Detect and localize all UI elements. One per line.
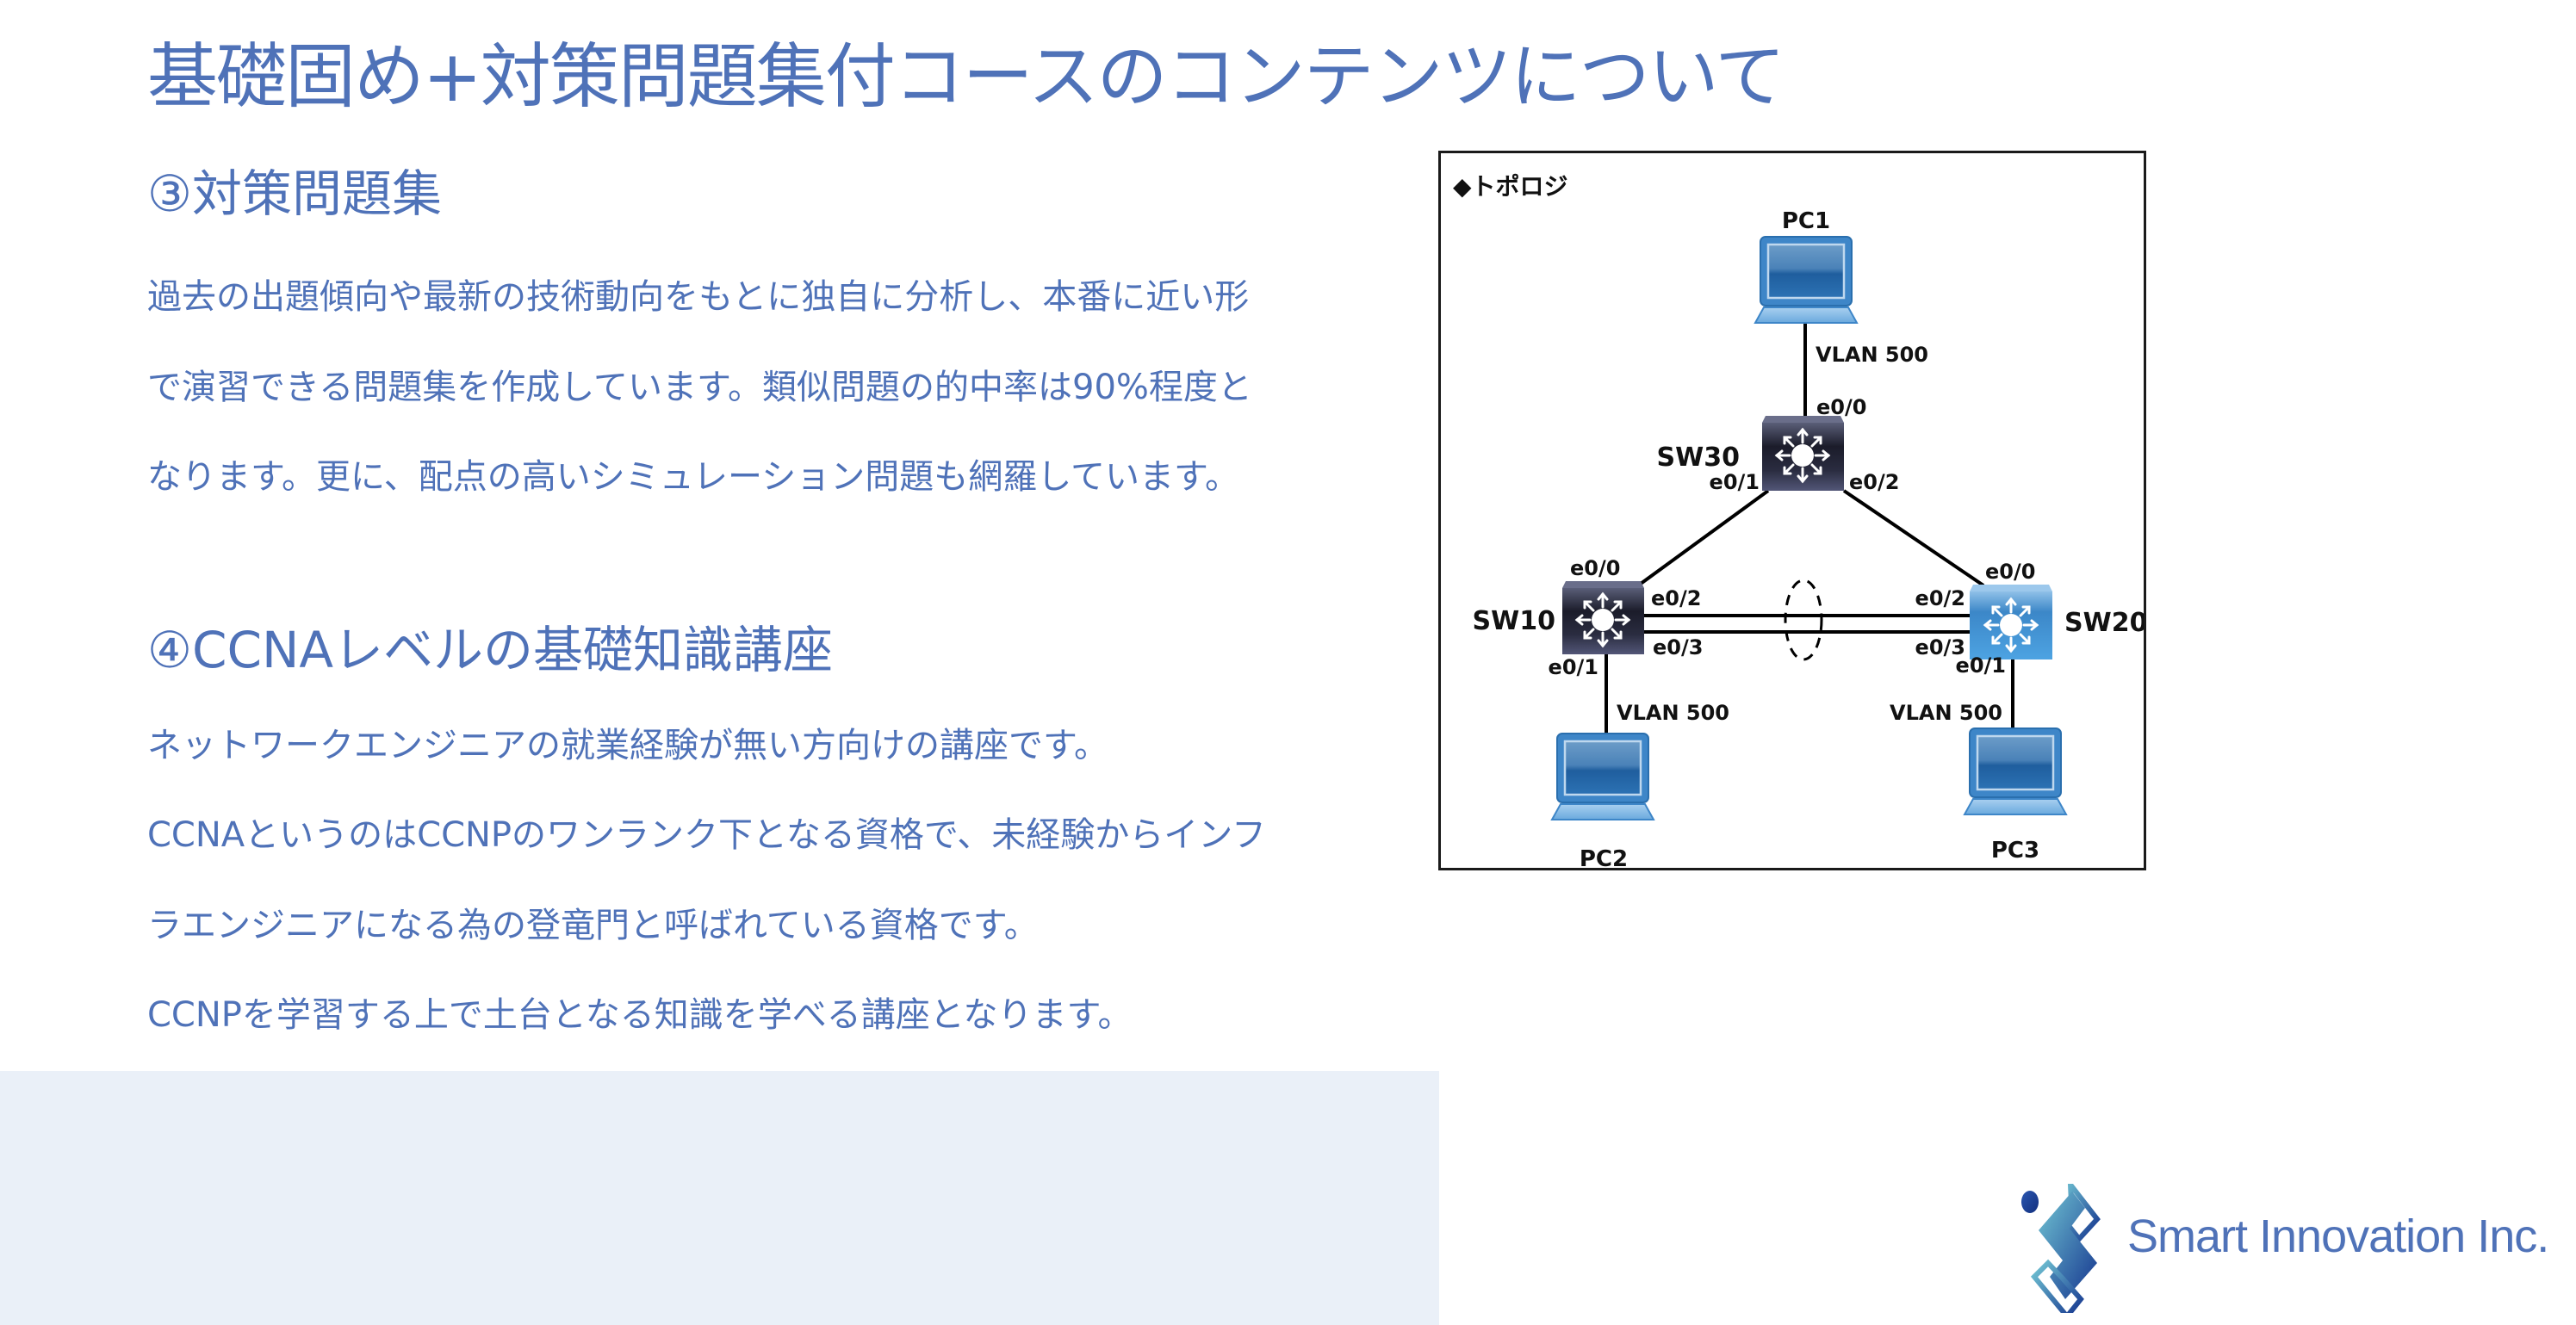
port-sw20-e01: e0/1 <box>1956 653 2006 678</box>
section-2-line-3: ラエンジニアになる為の登竜門と呼ばれている資格です。 <box>147 906 1039 945</box>
label-pc1: PC1 <box>1782 208 1830 234</box>
topology-svg: ◆トポロジ SW30 e0/0 e0/1 e0/2 SW10 e0/0 e0/2… <box>1453 172 2144 868</box>
section-1-line-2: で演習できる問題集を作成しています。類似問題の的中率は90%程度と <box>147 368 1252 407</box>
port-sw10-e03: e0/3 <box>1653 635 1703 659</box>
port-sw20-e03: e0/3 <box>1915 635 1965 659</box>
label-sw20: SW20 <box>2064 608 2144 638</box>
label-sw10: SW10 <box>1473 606 1555 636</box>
port-sw10-e02: e0/2 <box>1651 586 1701 610</box>
company-logo: Smart Innovation Inc. <box>2020 1184 2576 1313</box>
multilayer-switch-icon <box>1575 592 1630 647</box>
section-2-line-2: CCNAというのはCCNPのワンランク下となる資格で、未経験からインフ <box>147 815 1267 855</box>
switch-sw10 <box>1562 581 1644 654</box>
port-sw20-e00: e0/0 <box>1985 560 2035 584</box>
section-1-line-1: 過去の出題傾向や最新の技術動向をもとに独自に分析し、本番に近い形 <box>147 277 1250 317</box>
port-sw30-e02: e0/2 <box>1849 470 1899 494</box>
section-1-line-3: なります。更に、配点の高いシミュレーション問題も網羅しています。 <box>147 457 1239 497</box>
page-title: 基礎固め+対策問題集付コースのコンテンツについて <box>147 36 1785 118</box>
company-name: Smart Innovation Inc. <box>2127 1210 2549 1262</box>
multilayer-switch-icon <box>1775 428 1830 483</box>
vlan-label-pc2: VLAN 500 <box>1617 701 1729 725</box>
port-sw30-e01: e0/1 <box>1710 470 1760 494</box>
label-sw30: SW30 <box>1657 443 1740 473</box>
etherchannel-bundle-ellipse <box>1784 579 1823 661</box>
switch-sw20 <box>1970 585 2052 659</box>
label-pc3: PC3 <box>1991 838 2039 864</box>
topology-diagram: ◆トポロジ SW30 e0/0 e0/1 e0/2 SW10 e0/0 e0/2… <box>1438 151 2146 870</box>
vlan-label-pc3: VLAN 500 <box>1890 701 2002 725</box>
link-sw30-sw20 <box>1842 489 1985 587</box>
port-sw20-e02: e0/2 <box>1915 586 1965 610</box>
section-heading-practice-questions: ③対策問題集 <box>147 164 442 223</box>
label-pc2: PC2 <box>1580 846 1628 868</box>
port-sw10-e00: e0/0 <box>1570 556 1620 580</box>
vlan-label-pc1: VLAN 500 <box>1816 343 1928 367</box>
section-2-line-4: CCNPを学習する上で土台となる知識を学べる講座となります。 <box>147 995 1133 1035</box>
switch-sw30 <box>1762 416 1844 491</box>
pc1-laptop-icon <box>1754 235 1859 325</box>
bottom-panel-background <box>0 1071 1439 1325</box>
section-heading-ccna-basics: ④CCNAレベルの基礎知識講座 <box>147 621 834 679</box>
logo-mark-icon <box>2021 1184 2101 1313</box>
link-sw30-sw10 <box>1639 489 1770 585</box>
section-2-line-1: ネットワークエンジニアの就業経験が無い方向けの講座です。 <box>147 726 1108 765</box>
port-sw10-e01: e0/1 <box>1549 655 1598 679</box>
pc2-laptop-icon <box>1550 732 1655 821</box>
pc3-laptop-icon <box>1963 727 2068 816</box>
port-sw30-e00: e0/0 <box>1816 395 1866 419</box>
multilayer-switch-icon <box>1983 597 2039 653</box>
topology-caption: ◆トポロジ <box>1453 172 1568 201</box>
